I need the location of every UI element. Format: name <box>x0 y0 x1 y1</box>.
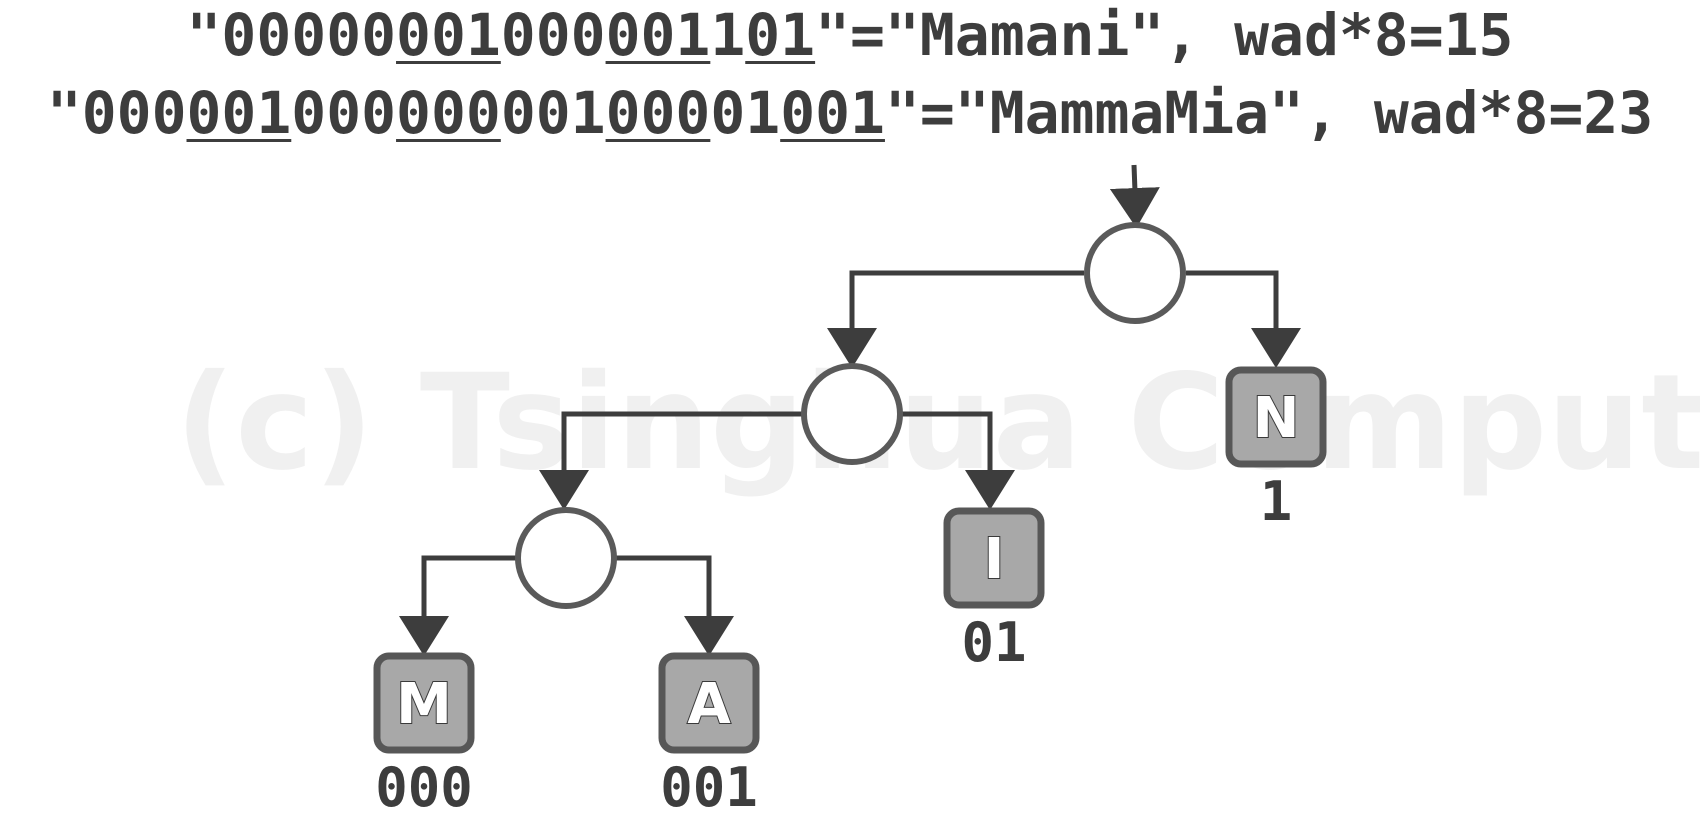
watermark-text: (c) Tsinghua Computer <box>175 346 1700 500</box>
underlined-code-segment: 001 <box>186 79 292 147</box>
leaf-node-a: A 001 <box>658 652 760 814</box>
code-text-segment: 000 <box>500 1 606 69</box>
encoding-line-mamani: "00000001000001101"="Mamani", wad*8=15 <box>0 6 1700 64</box>
leaf-node-m: M 000 <box>373 652 475 814</box>
leaf-code-label: 001 <box>660 756 758 814</box>
underlined-code-segment: 01 <box>745 1 816 69</box>
leaf-code-label: 1 <box>1260 470 1293 533</box>
leaf-letter: M <box>396 672 452 737</box>
code-text-segment: 1 <box>710 1 746 69</box>
leaf-letter: A <box>687 672 731 737</box>
edge-root-to-inner <box>827 270 1084 368</box>
encoding-line-mammamia: "00000100000000100001001"="MammaMia", wa… <box>0 84 1700 142</box>
leaf-code-label: 01 <box>961 611 1026 674</box>
leaf-box <box>658 652 760 754</box>
underlined-code-segment: 000 <box>605 79 711 147</box>
code-text-segment: 000 <box>291 79 397 147</box>
root-entry-arrow <box>1109 164 1160 228</box>
edge-inner-to-leaf-i <box>902 411 1015 510</box>
leaf-code-label: 000 <box>375 756 473 814</box>
leaf-letter: I <box>984 527 1005 592</box>
code-text-segment: "00000 <box>186 1 397 69</box>
code-text-segment: 001 <box>500 79 606 147</box>
edge-inner-to-lower <box>539 411 802 510</box>
underlined-code-segment: 001 <box>780 79 885 147</box>
leaf-letter: N <box>1253 386 1300 451</box>
edge-lower-to-leaf-a <box>616 555 734 656</box>
internal-node-left <box>801 363 903 465</box>
leaf-node-n: N1 <box>1225 366 1327 533</box>
code-text-segment: "="Mamani", wad*8=15 <box>815 1 1514 69</box>
leaf-box <box>373 652 475 754</box>
code-text-segment: 01 <box>710 79 781 147</box>
internal-node-left-left <box>515 507 617 609</box>
underlined-code-segment: 001 <box>396 1 501 69</box>
edge-root-to-leaf-n <box>1186 270 1301 368</box>
leaf-box <box>943 507 1045 609</box>
underlined-code-segment: 001 <box>605 1 711 69</box>
leaf-node-i: I 01 <box>943 507 1045 674</box>
edge-lower-to-leaf-m <box>399 555 516 656</box>
leaf-box <box>1225 366 1327 468</box>
underlined-code-segment: 000 <box>396 79 501 147</box>
code-text-segment: "="MammaMia", wad*8=23 <box>884 79 1654 147</box>
code-text-segment: "000 <box>46 79 187 147</box>
internal-node-root <box>1084 222 1186 324</box>
